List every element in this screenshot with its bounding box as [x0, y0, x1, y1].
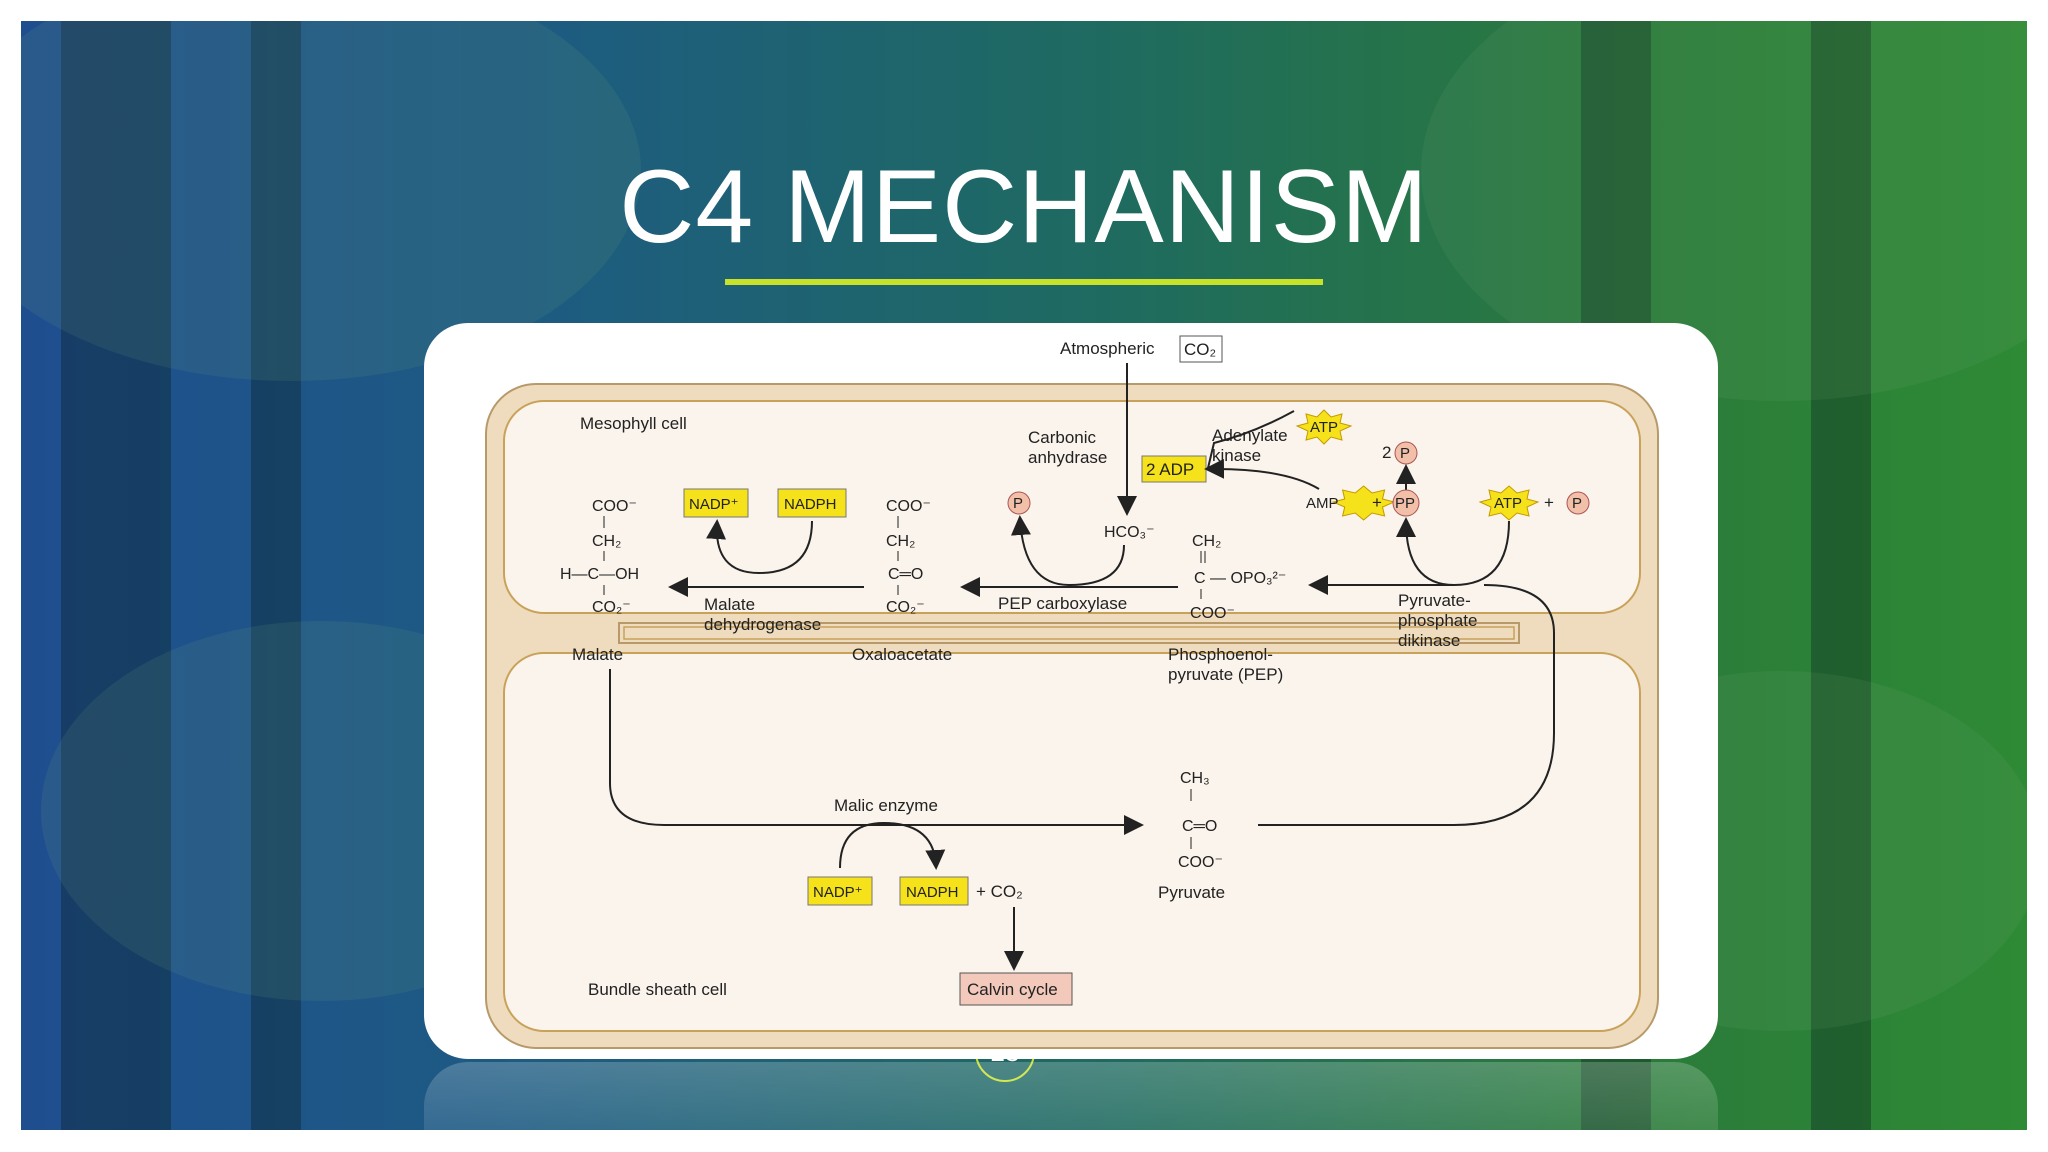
pep-coo: COO⁻ — [1190, 605, 1235, 622]
tree-trunk — [61, 21, 171, 1130]
atp-right: ATP — [1494, 495, 1522, 512]
calvin-cycle-label: Calvin cycle — [967, 980, 1058, 999]
ppdk-label-1: Pyruvate- — [1398, 591, 1471, 610]
pep-label-1: Phosphoenol- — [1168, 645, 1273, 664]
tree-trunk — [251, 21, 301, 1130]
kinase-label: kinase — [1212, 446, 1261, 465]
amp-burst — [1331, 485, 1396, 521]
pi-top: P — [1400, 445, 1410, 462]
hco3-to-pi-arrow — [1010, 515, 1125, 587]
hco3: HCO₃⁻ — [1104, 524, 1155, 541]
atp-right-plus: + — [1544, 493, 1554, 512]
nadph-box-meso — [777, 488, 847, 518]
pyr-c-eq-o: C═O — [1182, 818, 1217, 835]
amp-label: AMP — [1306, 495, 1339, 512]
two-pi-count: 2 — [1382, 443, 1391, 462]
pep-label-2: pyruvate (PEP) — [1168, 665, 1283, 684]
malate-hcoh: H—C—OH — [560, 566, 639, 583]
tree-trunk — [1811, 21, 1871, 1130]
pep-ch2: CH₂ — [1192, 533, 1221, 550]
ppdk-label-2: phosphate — [1398, 611, 1477, 630]
atmospheric-co2-box — [1179, 335, 1223, 363]
malate-label: Malate — [572, 645, 623, 664]
oxaloacetate-label: Oxaloacetate — [852, 645, 952, 664]
atp-burst-top — [1295, 409, 1353, 445]
calvin-cycle-box — [959, 972, 1073, 1006]
pi-circle-pepc — [1007, 491, 1031, 515]
amp-to-adp-arrow — [1204, 458, 1320, 490]
reflection-box — [424, 1062, 1718, 1132]
bundle-sheath-cell — [503, 652, 1641, 1032]
nadp-meso: NADP⁺ — [689, 496, 739, 513]
anhydrase-label: anhydrase — [1028, 448, 1107, 467]
atmospheric-label: Atmospheric — [1060, 339, 1155, 358]
oaa-co2: CO₂⁻ — [886, 599, 925, 616]
c4-pathway-diagram: Atmospheric CO₂ Mesophyll cell Bundle sh… — [485, 335, 1659, 1049]
diagram-panel: Atmospheric CO₂ Mesophyll cell Bundle sh… — [424, 323, 1718, 1059]
nadp-bs: NADP⁺ — [813, 884, 863, 901]
malic-enzyme-label: Malic enzyme — [834, 796, 938, 815]
pyr-coo: COO⁻ — [1178, 854, 1223, 871]
bundle-sheath-label: Bundle sheath cell — [588, 980, 727, 999]
ppi-circle — [1392, 489, 1420, 517]
nadph-to-nadp-arrow — [706, 519, 813, 575]
slide-title: C4 MECHANISM — [619, 149, 1429, 265]
nadp-box-bs — [807, 876, 873, 906]
pi-circle-right — [1566, 491, 1590, 515]
pyruvate-label: Pyruvate — [1158, 883, 1225, 902]
ppdk-label-3: dikinase — [1398, 631, 1460, 650]
panel-reflection — [424, 1062, 1718, 1132]
plasmodesmata-inner — [623, 626, 1515, 640]
mdh-label-1: Malate — [704, 595, 755, 614]
pep-carboxylase-label: PEP carboxylase — [998, 594, 1127, 613]
pi-pepc: P — [1013, 495, 1023, 512]
atp-burst-right — [1478, 485, 1540, 521]
mesophyll-label: Mesophyll cell — [580, 414, 687, 433]
atp-top: ATP — [1310, 419, 1338, 436]
plasmodesmata-bar — [618, 622, 1520, 644]
nadp-to-nadph-arrow — [839, 821, 946, 870]
nadph-box-bs — [899, 876, 969, 906]
malate-ch2: CH₂ — [592, 533, 621, 550]
title-underline — [725, 279, 1323, 285]
nadph-meso: NADPH — [784, 496, 837, 513]
pyr-ch3: CH₃ — [1180, 770, 1210, 787]
carbonic-label: Carbonic — [1028, 428, 1097, 447]
adenylate-label: Adenylate — [1212, 426, 1288, 445]
plus-co2: + CO₂ — [976, 882, 1023, 901]
pep-c-opo3: C — OPO₃²⁻ — [1194, 570, 1286, 587]
oaa-coo: COO⁻ — [886, 498, 931, 515]
mdh-label-2: dehydrogenase — [704, 615, 821, 634]
pi-right: P — [1572, 495, 1582, 512]
pyruvate-return-path — [1258, 584, 1555, 826]
mesophyll-cell — [503, 400, 1641, 614]
oaa-ch2: CH₂ — [886, 533, 915, 550]
atmospheric-co2: CO₂ — [1184, 340, 1216, 359]
oaa-c-eq-o: C═O — [888, 566, 923, 583]
nadph-bs: NADPH — [906, 884, 959, 901]
malate-co2: CO₂⁻ — [592, 599, 631, 616]
amp-plus: + — [1372, 493, 1382, 512]
two-adp: 2 ADP — [1146, 460, 1194, 479]
nadp-box-meso — [683, 488, 749, 518]
atp-to-kinase-path — [1207, 410, 1295, 469]
ppi-label: PP — [1395, 495, 1415, 512]
malate-coo: COO⁻ — [592, 498, 637, 515]
malate-to-pyruvate-arrow — [609, 669, 1144, 835]
